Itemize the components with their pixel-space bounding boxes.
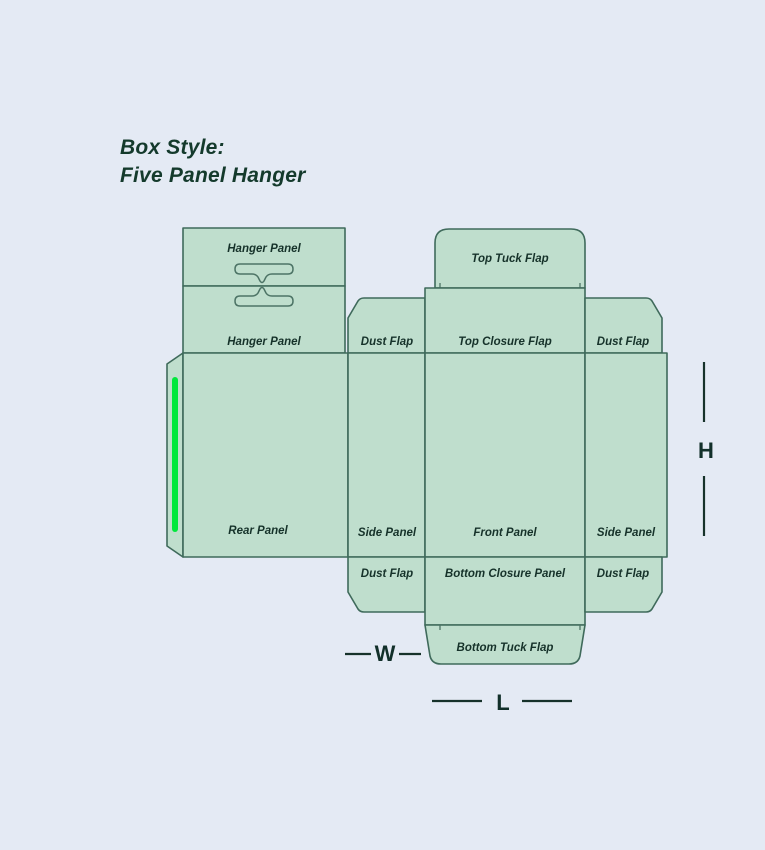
dust-flap-bottom-left-label: Dust Flap bbox=[361, 568, 413, 580]
top-tuck-flap-label: Top Tuck Flap bbox=[471, 253, 548, 265]
dust-flap-top-right-label: Dust Flap bbox=[597, 336, 649, 348]
bottom-tuck-flap-label: Bottom Tuck Flap bbox=[457, 642, 554, 654]
front-panel-label: Front Panel bbox=[473, 527, 537, 539]
top-closure-flap bbox=[424, 287, 586, 354]
dim-w-label: W bbox=[375, 641, 396, 666]
dust-flap-top-right bbox=[584, 297, 663, 354]
top-closure-flap-label: Top Closure Flap bbox=[458, 336, 552, 348]
dimension-l: L bbox=[432, 690, 572, 715]
hanger-panel-top-label: Hanger Panel bbox=[227, 243, 301, 255]
side-panel-left-group: Side Panel bbox=[347, 352, 426, 558]
hanger-panel-bottom-group: Hanger Panel bbox=[182, 285, 346, 354]
side-panel-left-label: Side Panel bbox=[358, 527, 417, 539]
hang-hole-icon-bottom bbox=[234, 286, 294, 307]
dust-flap-bottom-right-label: Dust Flap bbox=[597, 568, 649, 580]
glue-strip-icon bbox=[172, 377, 178, 532]
dim-h-label: H bbox=[698, 438, 714, 463]
rear-panel-group: Rear Panel bbox=[182, 352, 349, 558]
dimension-w: W bbox=[345, 641, 421, 666]
dust-flap-top-left-label: Dust Flap bbox=[361, 336, 413, 348]
dust-flap-top-left-group: Dust Flap bbox=[347, 297, 426, 354]
hang-hole-icon-top bbox=[234, 263, 294, 284]
dimension-h: H bbox=[698, 362, 714, 536]
top-tuck-flap-group: Top Tuck Flap bbox=[434, 228, 586, 289]
front-panel-group: Front Panel bbox=[424, 352, 586, 558]
dim-l-label: L bbox=[496, 690, 509, 715]
dust-flap-bottom-right bbox=[584, 556, 663, 613]
top-tuck-flap bbox=[434, 228, 586, 289]
dust-flap-top-right-group: Dust Flap bbox=[584, 297, 663, 354]
side-panel-right-group: Side Panel bbox=[584, 352, 668, 558]
dust-flap-bottom-left-group: Dust Flap bbox=[347, 556, 426, 613]
dust-flap-top-left bbox=[347, 297, 426, 354]
front-panel bbox=[424, 352, 586, 558]
glue-flap-group bbox=[166, 352, 184, 558]
rear-panel bbox=[182, 352, 349, 558]
bottom-tuck-flap bbox=[424, 624, 586, 665]
side-panel-left bbox=[347, 352, 426, 558]
bottom-closure-panel-group: Bottom Closure Panel bbox=[424, 556, 586, 626]
top-closure-flap-group: Top Closure Flap bbox=[424, 287, 586, 354]
side-panel-right-label: Side Panel bbox=[597, 527, 656, 539]
dust-flap-bottom-right-group: Dust Flap bbox=[584, 556, 663, 613]
bottom-closure-panel-label: Bottom Closure Panel bbox=[445, 568, 566, 580]
rear-panel-label: Rear Panel bbox=[228, 525, 288, 537]
bottom-tuck-flap-group: Bottom Tuck Flap bbox=[424, 624, 586, 665]
hanger-panel-top-group: Hanger Panel bbox=[182, 227, 346, 287]
hanger-panel-bottom-label: Hanger Panel bbox=[227, 336, 301, 348]
dust-flap-bottom-left bbox=[347, 556, 426, 613]
